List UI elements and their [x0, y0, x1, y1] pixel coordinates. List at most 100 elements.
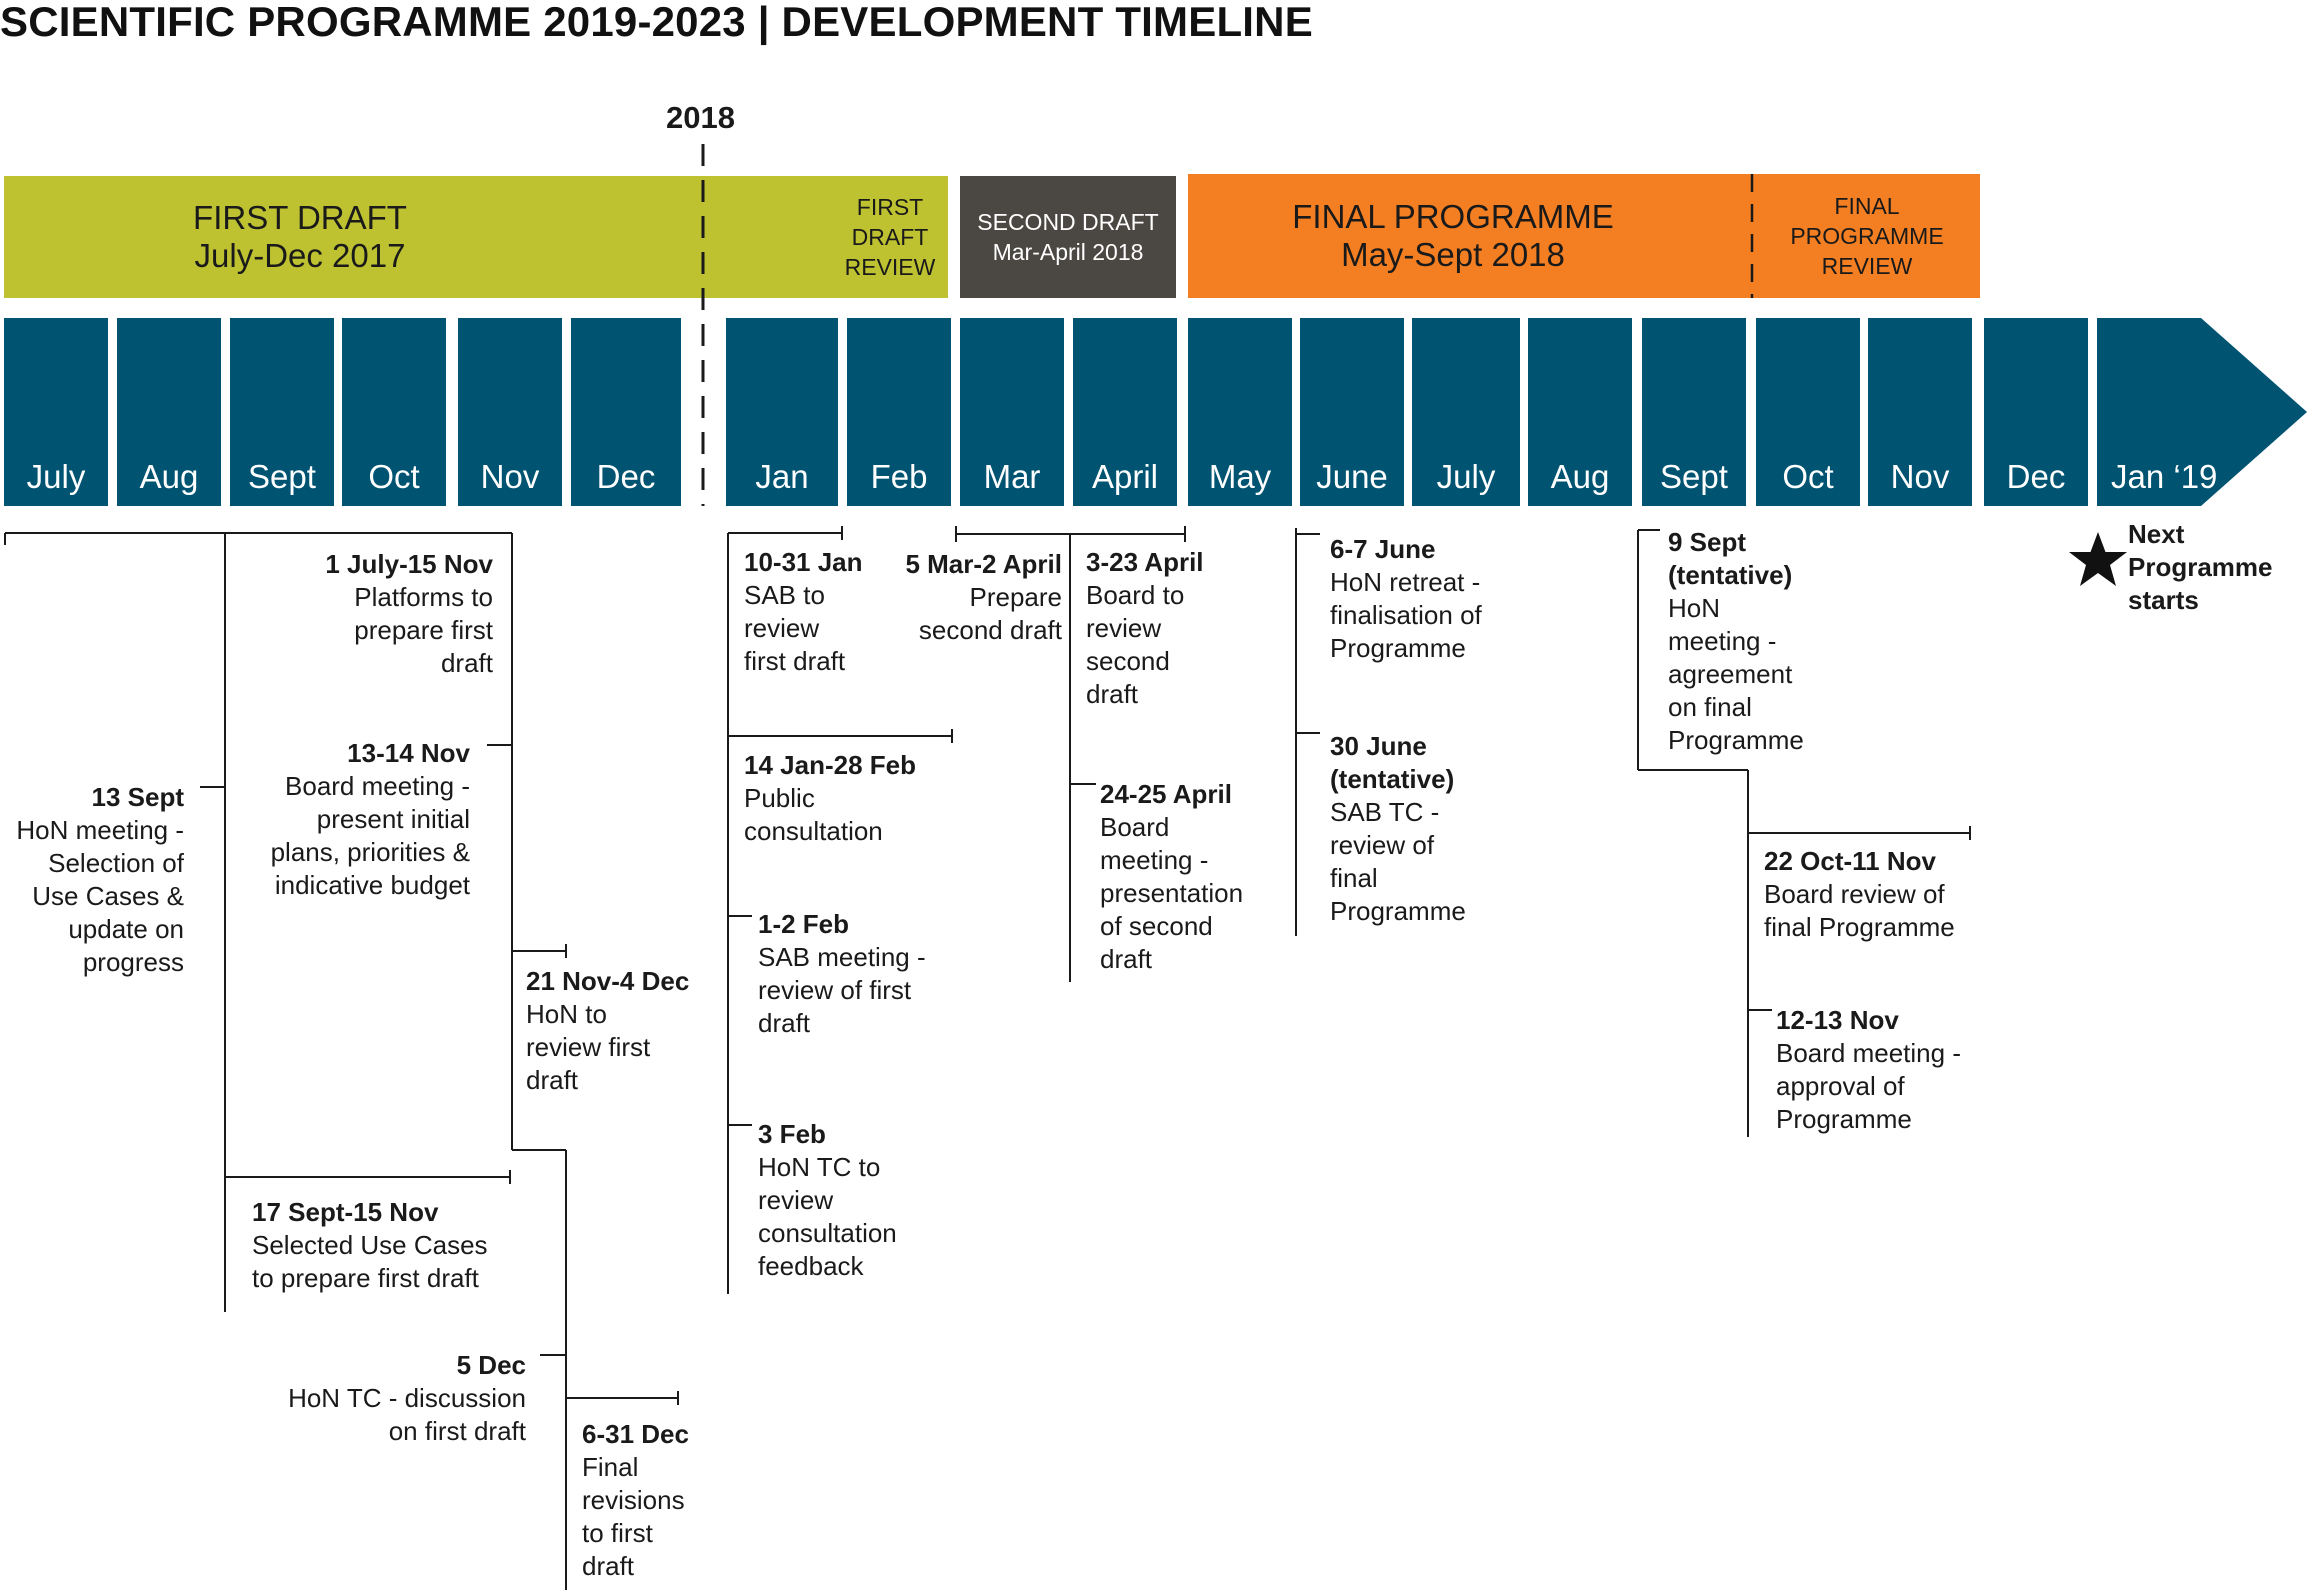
event-1-2-feb: 1-2 Feb SAB meeting - review of first dr… [758, 908, 926, 1040]
month-label: Feb [870, 458, 928, 495]
event-21-nov-4-dec: 21 Nov-4 Dec HoN to review first draft [526, 965, 689, 1097]
event-text: draft [1086, 679, 1139, 709]
event-date: 5 Mar-2 April [905, 549, 1062, 579]
month-label: May [1208, 458, 1272, 495]
event-text: on first draft [388, 1416, 526, 1446]
event-date: 30 June [1330, 731, 1427, 761]
event-text: Next [2128, 519, 2185, 549]
event-text: progress [82, 947, 184, 977]
event-text: first draft [744, 646, 846, 676]
phase-first-draft-review-line1: FIRST DRAFT [851, 194, 929, 250]
month-nov-2017: Nov [458, 318, 562, 506]
event-9-sept: 9 Sept (tentative) HoN meeting - agreeme… [1668, 526, 1804, 757]
event-3-23-april: 3-23 April Board to review second draft [1086, 546, 1204, 711]
event-date: 22 Oct-11 Nov [1764, 846, 1936, 876]
event-6-31-dec: 6-31 Dec Final revisions to first draft [582, 1418, 689, 1583]
event-text: to first [582, 1518, 653, 1548]
year-marker-label: 2018 [666, 100, 735, 135]
event-text: prepare first [354, 615, 493, 645]
month-july-2018: July [1412, 318, 1520, 506]
month-label: Jan ‘19 [2111, 458, 2218, 495]
month-label: Sept [248, 458, 316, 495]
event-date: 13 Sept [91, 782, 185, 812]
phase-final-programme-review-line2: PROGRAMME [1790, 223, 1944, 249]
event-text: review of [1330, 830, 1435, 860]
event-text: Selection of [48, 848, 184, 878]
event-date-note: (tentative) [1668, 560, 1793, 590]
month-may-2018: May [1188, 318, 1292, 506]
event-text: Board to [1086, 580, 1185, 610]
event-text: draft [1100, 944, 1153, 974]
phase-second-draft-line2: Mar-April 2018 [992, 239, 1144, 265]
event-text: consultation [744, 816, 883, 846]
month-mar-2018: Mar [960, 318, 1064, 506]
phase-first-draft-line1: FIRST DRAFT [193, 199, 407, 236]
month-nov-2018: Nov [1868, 318, 1972, 506]
phase-second-draft-line1: SECOND DRAFT [977, 209, 1159, 235]
month-label: Oct [1782, 458, 1834, 495]
phase-first-draft-line2: July-Dec 2017 [194, 237, 406, 274]
month-label: July [1436, 458, 1496, 495]
event-text: to prepare first draft [252, 1263, 479, 1293]
event-text: finalisation of [1330, 600, 1482, 630]
event-text: update on [68, 914, 184, 944]
event-text: HoN retreat - [1330, 567, 1481, 597]
event-text: of second [1100, 911, 1213, 941]
month-label: April [1091, 458, 1159, 495]
event-text: HoN TC to [758, 1152, 881, 1182]
event-text: Final [582, 1452, 639, 1482]
event-5-mar-2-april: 5 Mar-2 April Prepare second draft [905, 548, 1062, 647]
event-text: draft [582, 1551, 635, 1581]
event-text: final Programme [1764, 912, 1955, 942]
event-text: HoN to [526, 999, 607, 1029]
event-text: HoN TC - discussion [288, 1383, 526, 1413]
month-oct-2018: Oct [1756, 318, 1860, 506]
month-aug-2017: Aug [117, 318, 221, 506]
page-title: SCIENTIFIC PROGRAMME 2019-2023 | DEVELOP… [0, 0, 1313, 45]
month-label: Oct [368, 458, 420, 495]
event-text: approval of [1776, 1071, 1905, 1101]
event-date: 10-31 Jan [744, 547, 863, 577]
event-5-dec: 5 Dec HoN TC - discussion on first draft [288, 1349, 526, 1448]
phase-first-draft-review-line2: REVIEW [844, 254, 936, 280]
event-text: revisions [582, 1485, 685, 1515]
month-oct-2017: Oct [342, 318, 446, 506]
event-date: 17 Sept-15 Nov [252, 1197, 439, 1227]
event-text: review [744, 613, 820, 643]
event-13-sept: 13 Sept HoN meeting - Selection of Use C… [16, 781, 184, 979]
phase-final-programme-line2: May-Sept 2018 [1341, 236, 1565, 273]
event-date: 3-23 April [1086, 547, 1204, 577]
month-feb-2018: Feb [847, 318, 951, 506]
event-text: Board meeting - [1776, 1038, 1961, 1068]
event-text: indicative budget [274, 870, 470, 900]
month-june-2018: June [1300, 318, 1404, 506]
event-date: 9 Sept [1668, 527, 1747, 557]
event-text: Selected Use Cases [252, 1230, 488, 1260]
month-label: Sept [1660, 458, 1728, 495]
event-date: 3 Feb [758, 1119, 826, 1149]
event-date: 6-31 Dec [582, 1419, 689, 1449]
event-text: Programme [1776, 1104, 1912, 1134]
month-july-2017: July [4, 318, 108, 506]
event-date: 6-7 June [1330, 534, 1436, 564]
month-label: July [26, 458, 86, 495]
event-text: review [1086, 613, 1162, 643]
month-label: Dec [2006, 458, 2066, 495]
event-text: SAB TC - [1330, 797, 1440, 827]
month-jan-2018: Jan [726, 318, 838, 506]
event-date: 13-14 Nov [347, 738, 470, 768]
event-text: consultation [758, 1218, 897, 1248]
event-22-oct-11-nov: 22 Oct-11 Nov Board review of final Prog… [1764, 845, 1955, 944]
event-text: Programme [1330, 896, 1466, 926]
phase-final-programme-review-line1: FINAL [1834, 193, 1900, 219]
event-date: 24-25 April [1100, 779, 1232, 809]
month-label: Aug [139, 458, 199, 495]
event-text: Board review of [1764, 879, 1945, 909]
event-text: SAB to [744, 580, 825, 610]
event-text: draft [758, 1008, 811, 1038]
phase-first-draft: FIRST DRAFT July-Dec 2017 [4, 176, 948, 298]
event-12-13-nov: 12-13 Nov Board meeting - approval of Pr… [1776, 1004, 1961, 1136]
month-label: Nov [480, 458, 540, 495]
month-label: Dec [596, 458, 656, 495]
